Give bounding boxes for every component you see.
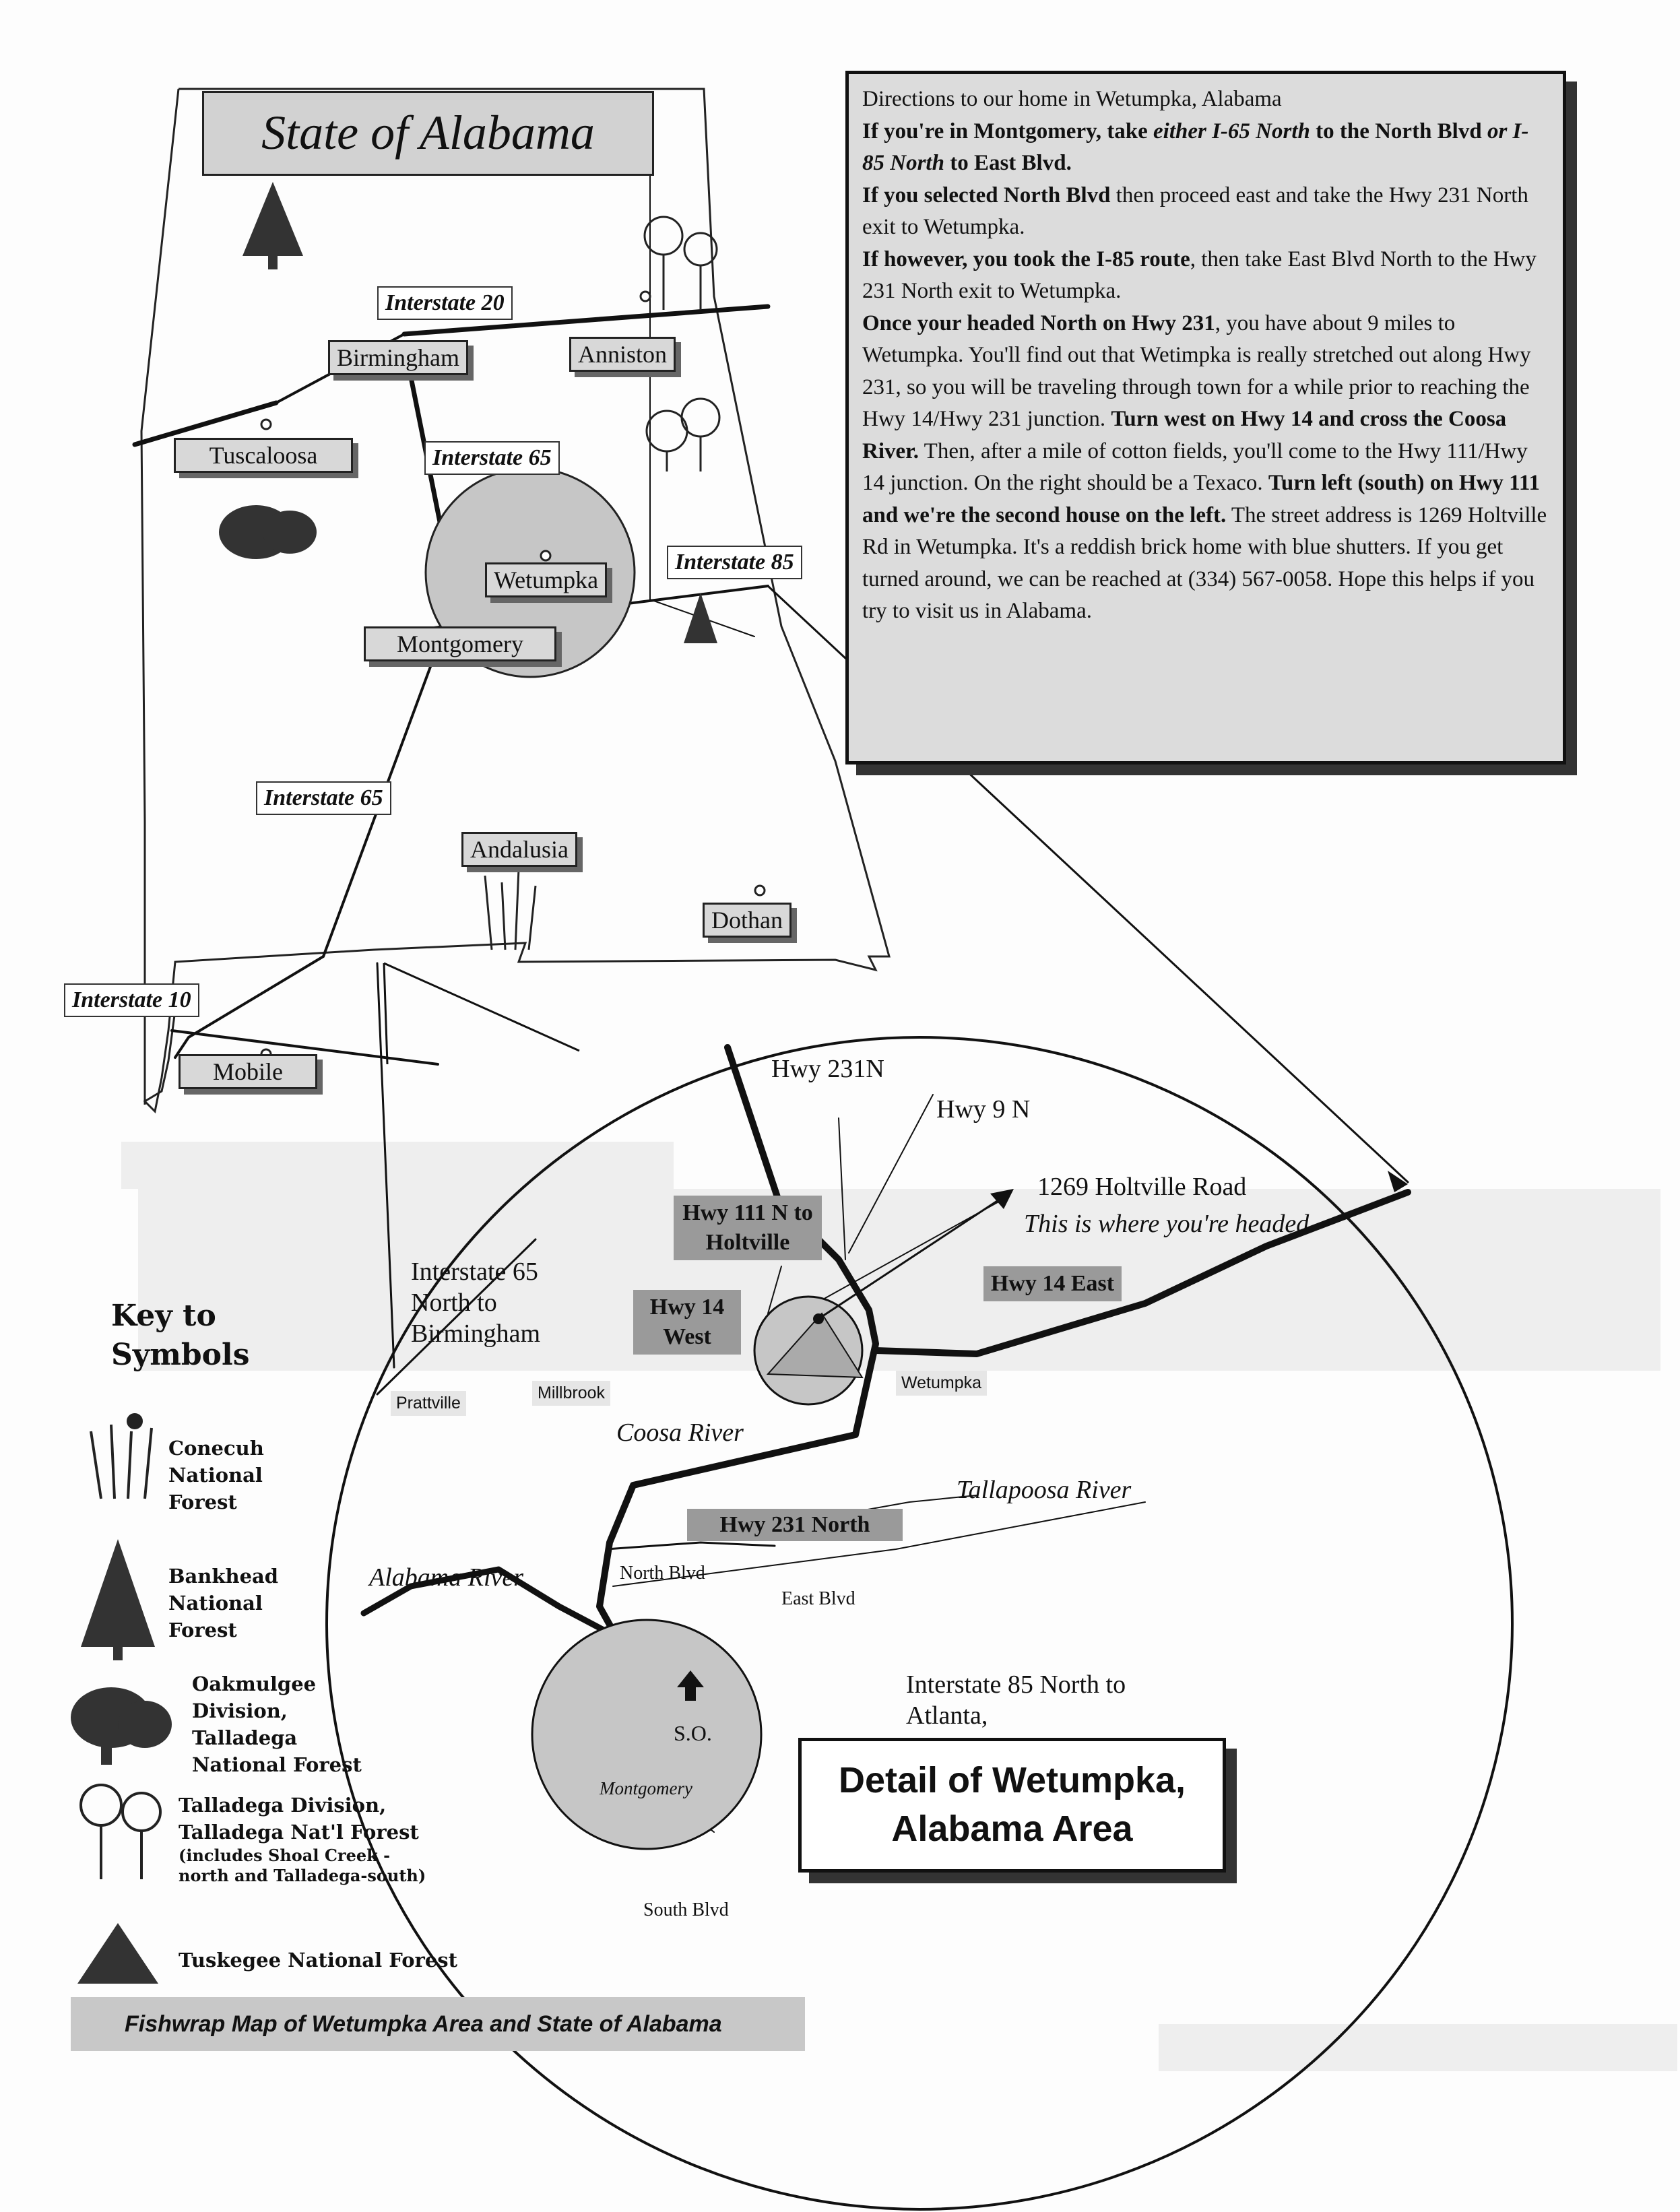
- i65-north-label: Interstate 65: [424, 441, 560, 475]
- directions-p4-rest: , you have about 9 miles to Wetumpka. Yo…: [862, 311, 1531, 432]
- detail-title-line2: Alabama Area: [891, 1809, 1133, 1849]
- city-tuscaloosa: Tuscaloosa: [174, 438, 353, 473]
- oak-cluster-icon: [219, 505, 317, 559]
- detail-title-box: Detail of Wetumpka, Alabama Area: [798, 1738, 1226, 1873]
- hwy231north-box: Hwy 231 North: [687, 1509, 903, 1541]
- hwy14west-box: Hwy 14 West: [633, 1290, 741, 1355]
- city-wetumpka: Wetumpka: [485, 562, 608, 597]
- directions-p2-rest: then proceed east and take the Hwy 231 N…: [862, 183, 1528, 240]
- directions-p1d: or I-85 North: [862, 119, 1529, 176]
- south-blvd-label: South Blvd: [643, 1899, 729, 1920]
- city-montgomery: Montgomery: [364, 626, 556, 661]
- wetumpka-detail-label: Wetumpka: [896, 1371, 988, 1396]
- i65-detail-label: Interstate 65 North to Birmingham: [411, 1258, 541, 1348]
- alabama-outline: [143, 88, 891, 1114]
- montgomery-detail-label: Montgomery: [600, 1778, 692, 1798]
- so-label: S.O.: [674, 1721, 712, 1745]
- directions-line1: Directions to our home in Wetumpka, Alab…: [862, 87, 1282, 111]
- key-talladega-note: (includes Shoal Creek -north and Tallade…: [179, 1846, 426, 1885]
- directions-p4-rest2: Then, after a mile of cotton fields, you…: [862, 438, 1528, 496]
- directions-p1a: If you're in Montgomery, take: [862, 119, 1154, 143]
- address-note: This is where you're headed: [1024, 1210, 1310, 1238]
- i10-label: Interstate 10: [64, 983, 199, 1017]
- directions-p1c: to the North Blvd: [1310, 119, 1487, 143]
- directions-p2-bold: If you selected North Blvd: [862, 183, 1111, 207]
- grass-plants-icon: [484, 868, 537, 950]
- small-pine-icon: [684, 593, 717, 643]
- alabama-outline-left: [140, 88, 180, 1105]
- key-talladega-label: Talladega Division, Talladega Nat'l Fore…: [179, 1794, 419, 1844]
- key-talladega: Talladega Division, Talladega Nat'l Fore…: [179, 1792, 428, 1886]
- east-blvd-label: East Blvd: [781, 1588, 855, 1609]
- key-oak-icon: [71, 1687, 172, 1765]
- directions-p3-rest: , then take East Blvd North to the Hwy 2…: [862, 247, 1537, 304]
- key-bankhead: Bankhead National Forest: [168, 1565, 279, 1641]
- city-mobile: Mobile: [179, 1054, 317, 1089]
- key-pine-icon: [81, 1539, 155, 1660]
- key-oakmulgee: Oakmulgee Division, Talladega National F…: [192, 1672, 362, 1776]
- tallapoosa-river-label: Tallapoosa River: [957, 1476, 1132, 1504]
- alabama-river-label: Alabama River: [369, 1563, 524, 1592]
- bleed-text-right: [1162, 1388, 1566, 1414]
- city-anniston: Anniston: [569, 337, 676, 372]
- address-arrow-head: [990, 1189, 1014, 1209]
- key-tuskegee: Tuskegee National Forest: [179, 1949, 457, 1972]
- directions-p1e: to East Blvd.: [944, 151, 1072, 175]
- prattville-label: Prattville: [391, 1391, 466, 1416]
- key-grass-icon: [90, 1413, 153, 1499]
- hwy14east-box: Hwy 14 East: [983, 1266, 1122, 1301]
- directions-p4-bold2: Turn west on Hwy 14 and cross the Coosa …: [862, 407, 1507, 463]
- coosa-river-label: Coosa River: [616, 1419, 744, 1447]
- address-label: 1269 Holtville Road: [1037, 1173, 1247, 1201]
- so-arrow-icon: [677, 1670, 704, 1687]
- pine-tree-icon: [243, 182, 303, 269]
- directions-p4-rest3: The street address is 1269 Holtville Rd …: [862, 502, 1547, 624]
- directions-p3-bold: If however, you took the I-85 route: [862, 247, 1190, 271]
- key-deciduous-icon: [79, 1784, 162, 1879]
- directions-p1b: either I-65 North: [1153, 119, 1310, 143]
- wetumpka-triangle: [766, 1312, 864, 1379]
- city-birmingham: Birmingham: [328, 340, 468, 375]
- deciduous-trees-icon: [643, 216, 721, 471]
- state-map-title: State of Alabama: [202, 91, 654, 176]
- key-heading: Key to Symbols: [111, 1299, 250, 1372]
- hwy231n-label: Hwy 231N: [771, 1055, 884, 1083]
- detail-title-line1: Detail of Wetumpka,: [838, 1760, 1186, 1800]
- city-dothan: Dothan: [703, 903, 791, 938]
- i85-label: Interstate 85: [667, 546, 802, 579]
- montgomery-detail-circle: [531, 1619, 763, 1850]
- background-bleed: [121, 1142, 1677, 2071]
- figure-caption: Fishwrap Map of Wetumpka Area and State …: [71, 1997, 805, 2051]
- directions-box: Directions to our home in Wetumpka, Alab…: [845, 71, 1566, 765]
- directions-p4-bold3: Turn left (south) on Hwy 111 and we're t…: [862, 471, 1540, 527]
- key-small-pine-icon: [77, 1923, 158, 1984]
- city-andalusia: Andalusia: [461, 832, 577, 867]
- i65-south-label: Interstate 65: [256, 781, 391, 815]
- i85-detail-label: Interstate 85 North to Atlanta,: [906, 1670, 1126, 1730]
- i20-label: Interstate 20: [377, 286, 513, 320]
- millbrook-label: Millbrook: [532, 1381, 611, 1406]
- detail-ellipse: [325, 1036, 1514, 2211]
- directions-p4-bold: Once your headed North on Hwy 231: [862, 311, 1215, 335]
- north-blvd-label: North Blvd: [620, 1563, 705, 1584]
- key-conecuh: Conecuh National Forest: [168, 1437, 264, 1514]
- i85-arrow-head: [1388, 1171, 1408, 1192]
- hwy111-box: Hwy 111 N to Holtville: [674, 1196, 822, 1260]
- hwy9n-label: Hwy 9 N: [936, 1095, 1031, 1124]
